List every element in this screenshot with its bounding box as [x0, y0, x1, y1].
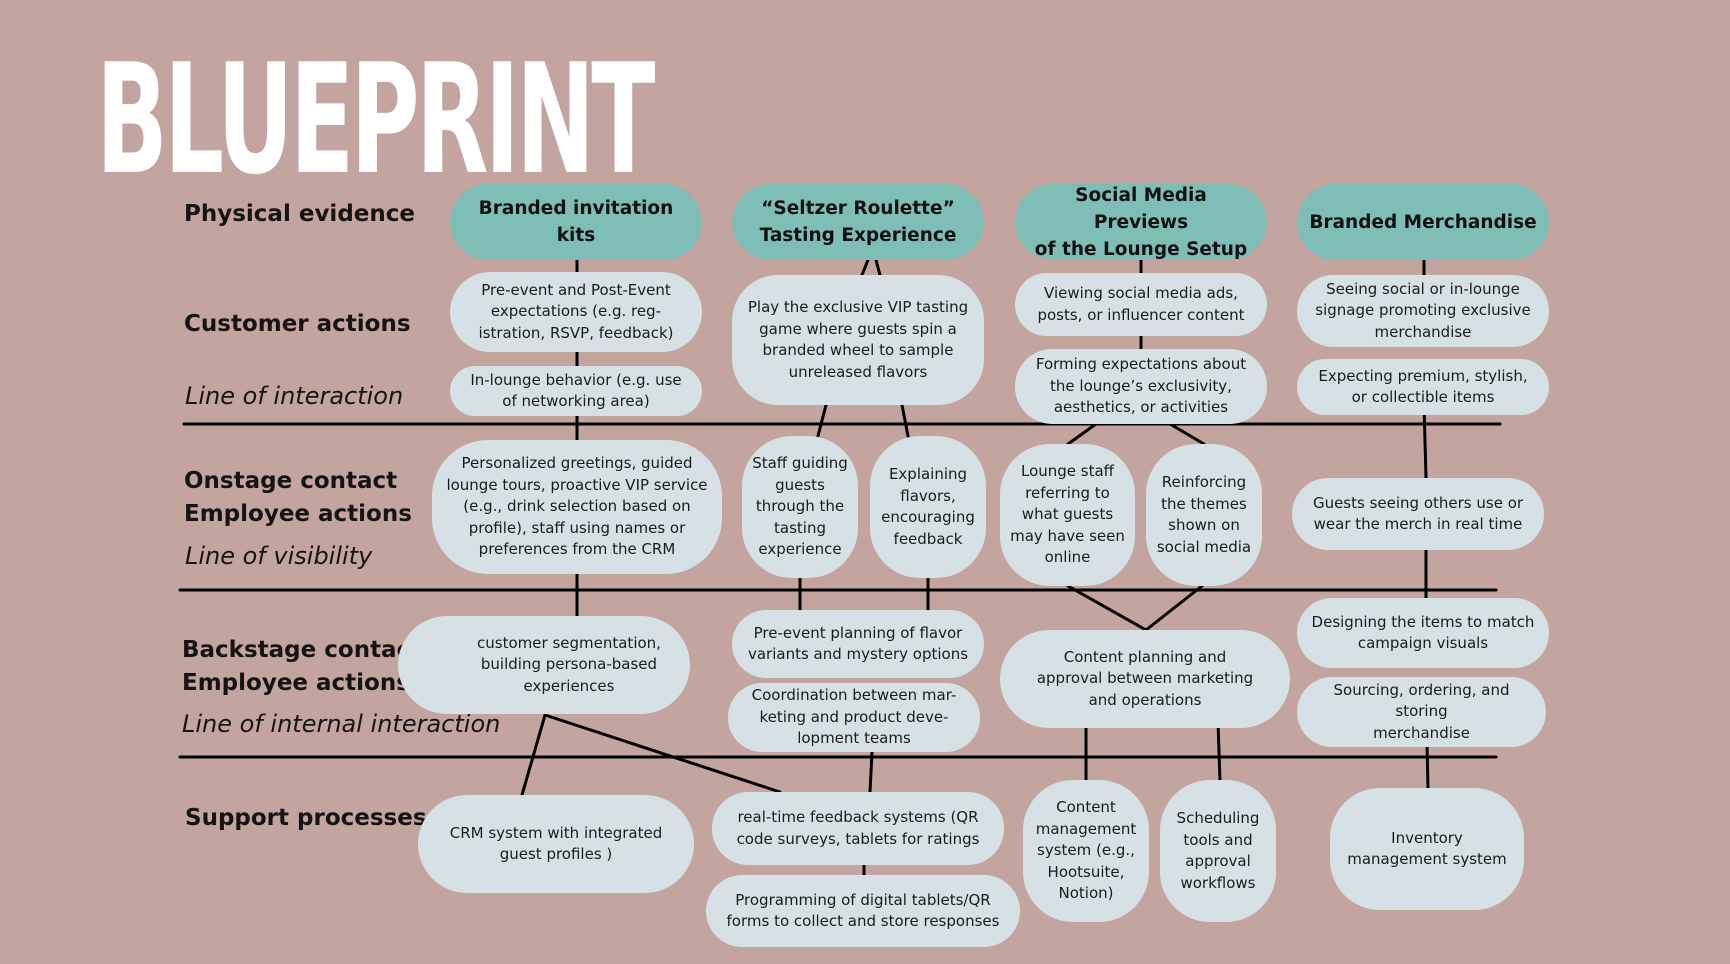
connector: [520, 713, 547, 797]
line-of-interaction-label: Line of interaction: [185, 382, 404, 410]
connector: [900, 403, 910, 438]
customer-action-expecting-premium: Expecting premium, stylish, or collectib…: [1297, 359, 1549, 415]
support-crm-system: CRM system with integrated guest profile…: [418, 795, 694, 893]
customer-action-seeing-signage: Seeing social or in-lounge signage promo…: [1297, 275, 1549, 347]
backstage-pre-event-planning: Pre-event planning of flavor variants an…: [732, 610, 984, 678]
row-label-backstage: Backstage contact Employee actions: [182, 634, 421, 700]
evidence-seltzer-roulette: “Seltzer Roulette” Tasting Experience: [732, 184, 984, 260]
connector: [874, 258, 882, 277]
backstage-coordination-teams: Coordination between mar- keting and pro…: [728, 683, 980, 752]
onstage-explaining-flavors: Explaining flavors, encouraging feedback: [870, 436, 986, 578]
support-inventory-management: Inventory management system: [1330, 788, 1524, 910]
connector: [1216, 720, 1222, 784]
row-label-onstage-line1: Onstage contact: [184, 468, 398, 494]
connector: [860, 258, 870, 277]
backstage-customer-segmentation: customer segmentation, building persona-…: [398, 616, 690, 714]
customer-action-vip-tasting-game: Play the exclusive VIP tasting game wher…: [732, 275, 984, 405]
page-title: BLUEPRINT: [96, 31, 656, 208]
connector: [1168, 422, 1206, 446]
onstage-staff-guiding-guests: Staff guiding guests through the tasting…: [742, 436, 858, 578]
support-scheduling-tools: Scheduling tools and approval workflows: [1160, 780, 1276, 922]
customer-action-viewing-social-media: Viewing social media ads, posts, or infl…: [1015, 273, 1267, 336]
line-of-visibility-label: Line of visibility: [185, 542, 373, 570]
connector: [868, 750, 874, 794]
support-feedback-systems: real-time feedback systems (QR code surv…: [712, 792, 1004, 865]
backstage-content-planning: Content planning and approval between ma…: [1000, 630, 1290, 728]
connector: [1066, 422, 1098, 446]
row-label-onstage: Onstage contact Employee actions: [184, 465, 412, 531]
connector: [1422, 402, 1428, 480]
connector: [816, 403, 828, 438]
onstage-personalized-greetings: Personalized greetings, guided lounge to…: [432, 440, 722, 574]
connector: [1425, 742, 1430, 790]
backstage-sourcing-merchandise: Sourcing, ordering, and storing merchand…: [1297, 677, 1546, 747]
backstage-designing-items: Designing the items to match campaign vi…: [1297, 598, 1549, 668]
row-label-support-processes: Support processes: [185, 805, 427, 831]
line-of-internal-interaction-label: Line of internal interaction: [182, 710, 501, 738]
row-label-customer-actions: Customer actions: [184, 311, 411, 337]
connector: [1144, 584, 1204, 632]
row-label-backstage-line2: Employee actions: [182, 670, 410, 696]
connector: [543, 713, 782, 794]
onstage-reinforcing-themes: Reinforcing the themes shown on social m…: [1146, 444, 1262, 586]
evidence-invitation-kits: Branded invitation kits: [450, 184, 702, 260]
evidence-social-media-previews: Social Media Previews of the Lounge Setu…: [1015, 184, 1267, 260]
connector: [1066, 584, 1148, 632]
onstage-guests-seeing-merch: Guests seeing others use or wear the mer…: [1292, 478, 1544, 550]
row-label-physical-evidence: Physical evidence: [184, 201, 415, 227]
evidence-branded-merchandise: Branded Merchandise: [1297, 184, 1549, 260]
row-label-backstage-line1: Backstage contact: [182, 637, 422, 663]
support-programming-tablets: Programming of digital tablets/QR forms …: [706, 875, 1020, 947]
customer-action-forming-expectations: Forming expectations about the lounge’s …: [1015, 349, 1267, 424]
row-label-onstage-line2: Employee actions: [184, 501, 412, 527]
customer-action-in-lounge-behavior: In-lounge behavior (e.g. use of networki…: [450, 366, 702, 416]
support-content-management-system: Content management system (e.g., Hootsui…: [1023, 780, 1149, 922]
onstage-lounge-staff-referring: Lounge staff referring to what guests ma…: [1000, 444, 1135, 586]
customer-action-expectations: Pre-event and Post-Event expectations (e…: [450, 272, 702, 352]
